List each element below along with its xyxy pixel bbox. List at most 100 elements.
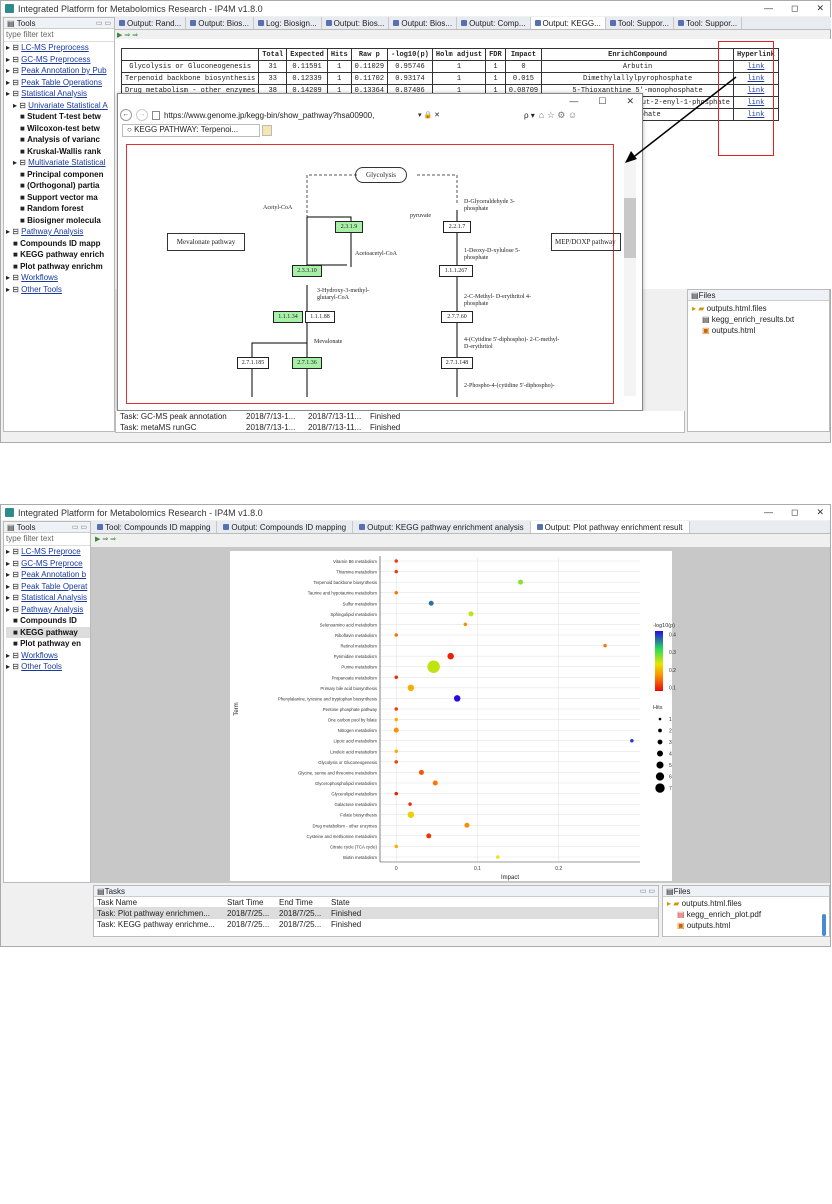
close-button[interactable]: ✕ (816, 3, 824, 13)
enzyme-box[interactable]: 2.7.7.60 (441, 311, 473, 323)
editor-tab[interactable]: Output: KEGG pathway enrichment analysis (353, 521, 531, 533)
new-tab-button[interactable] (262, 125, 272, 136)
tree-item[interactable]: ▸ ⊟ Workflows (6, 650, 58, 660)
tree-item[interactable]: ■ Kruskal-Wallis rank (20, 146, 102, 156)
title-bar: Integrated Platform for Metabolomics Res… (1, 1, 830, 16)
maximize-button[interactable]: ◻ (790, 507, 799, 517)
tree-item[interactable]: ▸ ⊟ Pathway Analysis (6, 227, 84, 236)
editor-tab[interactable]: Output: Bios... (389, 17, 458, 29)
editor-tab[interactable]: Output: Bios... (186, 17, 254, 29)
editor-tab[interactable]: Output: Compounds ID mapping (217, 521, 354, 533)
minimize-button[interactable]: — (569, 96, 579, 106)
search-icon[interactable]: ρ ▾ (523, 110, 535, 120)
maximize-button[interactable]: ☐ (598, 96, 607, 106)
file-item[interactable]: ▤ kegg_enrich_plot.pdf (677, 910, 762, 919)
tree-item[interactable]: ▸ ⊟ GC-MS Preproce (6, 558, 83, 568)
back-icon[interactable]: ← (120, 109, 132, 121)
file-item[interactable]: ▣ outputs.html (702, 326, 756, 335)
tree-item[interactable]: ■ Biosigner molecula (20, 215, 101, 225)
editor-tab[interactable]: Log: Biosign... (254, 17, 322, 29)
tree-item[interactable]: ▸ ⊟ Statistical Analysis (6, 89, 87, 98)
tree-item[interactable]: ■ Random forest (20, 204, 84, 213)
tree-item[interactable]: ■ Plot pathway enrichm (13, 261, 103, 271)
scroll-thumb[interactable] (624, 198, 636, 258)
tree-item[interactable]: ▸ ⊟ Other Tools (6, 662, 62, 671)
tree-item[interactable]: ■ KEGG pathway (6, 626, 90, 638)
tree-item[interactable]: ▸ ⊟ Other Tools (6, 284, 62, 294)
forward-icon[interactable]: → (136, 109, 148, 121)
tree-item[interactable]: ▸ ⊟ Peak Annotation b (6, 570, 87, 579)
tree-item[interactable]: ▸ ⊟ Pathway Analysis (6, 604, 84, 614)
tree-item[interactable]: ■ Principal componen (20, 169, 104, 179)
editor-tab[interactable]: Output: Comp... (457, 17, 531, 29)
tree-item[interactable]: ▸ ⊟ Peak Table Operat (6, 581, 88, 591)
table-cell: 1 (326, 72, 352, 85)
tree-item[interactable]: ▸ ⊟ Peak Table Operations (6, 77, 102, 87)
tree-item[interactable]: ■ Wilcoxon-test betw (20, 123, 100, 133)
tree-item[interactable]: ■ Support vector ma (20, 192, 98, 202)
url-field[interactable]: https://www.genome.jp/kegg-bin/show_path… (164, 110, 375, 120)
y-tick-label: One carbon pool by folate (328, 718, 378, 723)
mep-pathway-box[interactable]: MEP/DOXP pathway (551, 233, 621, 251)
minimize-icon[interactable]: ▭ ▭ (95, 20, 111, 27)
tree-item[interactable]: ■ Student T-test betw (20, 112, 101, 121)
tree-item[interactable]: ■ (Orthogonal) partia (20, 181, 100, 190)
editor-tab[interactable]: Output: Rand... (115, 17, 187, 29)
tree-item[interactable]: ■ KEGG pathway enrich (13, 250, 105, 259)
file-item[interactable]: ▣ outputs.html (677, 921, 731, 930)
enzyme-box[interactable]: 2.3.3.10 (292, 265, 322, 277)
tree-item[interactable]: ▸ ⊟ Workflows (6, 273, 58, 282)
filter-input[interactable]: type filter text (4, 29, 114, 42)
tree-item[interactable]: ■ Compounds ID mapp (13, 238, 101, 248)
enzyme-box[interactable]: 2.7.1.185 (237, 357, 269, 369)
task-row[interactable]: Task: KEGG pathway enrichme...2018/7/25.… (97, 920, 362, 929)
enzyme-box[interactable]: 1.1.1.267 (439, 265, 473, 277)
file-item[interactable]: ▤ kegg_enrich_results.txt (702, 315, 795, 324)
enzyme-box[interactable]: 2.7.1.36 (292, 357, 322, 369)
enzyme-box[interactable]: 1.1.1.34 (273, 311, 303, 323)
minimize-button[interactable]: — (763, 3, 773, 13)
expand-icon: ▸ ⊟ (6, 570, 22, 579)
tree-item[interactable]: ▸ ⊟ GC-MS Preprocess (6, 54, 91, 64)
tree-item[interactable]: ▸ ⊟ LC-MS Preproce (6, 547, 81, 556)
tree-item[interactable]: ▸ ⊟ Statistical Analysis (6, 593, 87, 602)
file-item[interactable]: ▸ ▰ outputs.html.files (667, 899, 742, 908)
enzyme-box[interactable]: 2.2.1.7 (443, 221, 471, 233)
editor-tab[interactable]: Tool: Suppor... (674, 17, 743, 29)
minimize-icon[interactable]: ▭ ▭ (639, 888, 655, 895)
y-tick-label: Glycolysis or Gluconeogenesis (318, 760, 377, 765)
editor-tab[interactable]: Output: Bios... (322, 17, 390, 29)
home-icon[interactable]: ⌂ ☆ ⚙ ☺ (538, 109, 578, 120)
file-item[interactable]: ▸ ▰ outputs.html.files (692, 304, 767, 313)
maximize-button[interactable]: ◻ (790, 3, 799, 13)
tasks-panel-header: ▤ Tasks▭ ▭ (94, 886, 658, 897)
tree-item[interactable]: ■ Plot pathway en (13, 639, 81, 648)
editor-tab[interactable]: Output: KEGG... (530, 17, 606, 29)
tree-item[interactable]: ▸ ⊟ Univariate Statistical A (13, 100, 108, 110)
editor-tab[interactable]: Output: Plot pathway enrichment result (530, 521, 690, 533)
close-button[interactable]: ✕ (816, 507, 824, 517)
tree-item[interactable]: ▸ ⊟ Peak Annotation by Pub (6, 66, 107, 75)
minimize-icon[interactable]: ▭ ▭ (71, 524, 87, 531)
browser-scrollbar[interactable] (624, 160, 636, 396)
task-row[interactable]: Task: Plot pathway enrichmen...2018/7/25… (94, 908, 658, 919)
filter-input[interactable]: type filter text (4, 533, 90, 546)
editor-tab[interactable]: Tool: Suppor... (606, 17, 674, 29)
enzyme-box[interactable]: 2.3.1.9 (335, 221, 363, 233)
editor-tab[interactable]: Tool: Compounds ID mapping (91, 521, 218, 533)
enzyme-box[interactable]: 1.1.1.88 (305, 311, 335, 323)
tree-item[interactable]: ■ Compounds ID (13, 616, 77, 625)
tree-item[interactable]: ■ Analysis of varianc (20, 135, 100, 144)
expand-icon: ▸ ⊟ (13, 100, 29, 110)
tree-item[interactable]: ▸ ⊟ Multivariate Statistical (13, 158, 106, 167)
mevalonate-pathway-box[interactable]: Mevalonate pathway (167, 233, 245, 251)
close-button[interactable]: ✕ (626, 96, 634, 106)
browser-tab[interactable]: ○ KEGG PATHWAY: Terpenoi... (122, 124, 260, 137)
tree-item[interactable]: ▸ ⊟ LC-MS Preprocess (6, 43, 89, 52)
enzyme-box[interactable]: 2.7.1.148 (441, 357, 473, 369)
glycolysis-node[interactable]: Glycolysis (355, 167, 407, 183)
minimize-button[interactable]: — (763, 507, 773, 517)
